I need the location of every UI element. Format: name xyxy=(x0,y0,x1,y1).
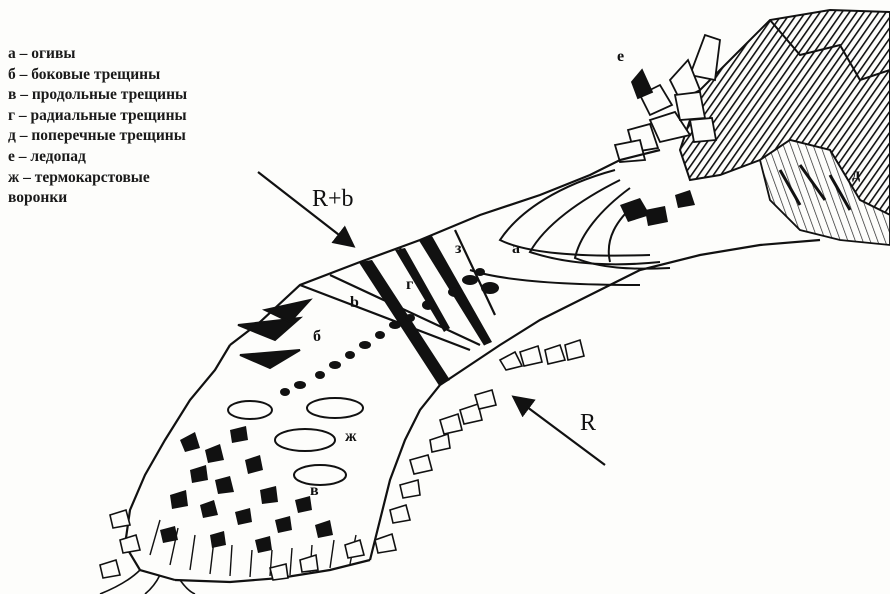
legend-item-transverse-cracks: д – поперечные трещины xyxy=(8,126,187,147)
legend-item-icefall: е – ледопад xyxy=(8,147,187,168)
label-radial-cracks: г xyxy=(406,276,413,294)
legend: а – огивы б – боковые трещины в – продол… xyxy=(8,44,187,209)
label-longitudinal-cracks: в xyxy=(310,482,319,500)
legend-item-side-cracks: б – боковые трещины xyxy=(8,65,187,86)
label-transverse-cracks: д xyxy=(852,166,860,184)
label-arrow-r: R xyxy=(580,410,596,437)
side-cracks xyxy=(238,300,310,368)
legend-item-thermokarst: ж – термокарстовые xyxy=(8,168,187,189)
label-icefall: е xyxy=(617,48,624,66)
legend-item-radial-cracks: г – радиальные трещины xyxy=(8,106,187,127)
label-arrow-rb: R+b xyxy=(312,186,354,213)
label-thermokarst: ж xyxy=(345,428,357,446)
label-side-cracks: б xyxy=(313,328,321,346)
legend-item-ogives: а – огивы xyxy=(8,44,187,65)
ogive-arcs xyxy=(470,170,670,285)
glacier-tongue xyxy=(125,150,820,582)
label-ogives: а xyxy=(512,240,520,258)
lateral-moraine xyxy=(100,340,584,580)
label-z-zone: з xyxy=(455,240,461,258)
flow-arrows xyxy=(258,172,605,465)
legend-item-longitudinal-cracks: в – продольные трещины xyxy=(8,85,187,106)
moraine-rocks xyxy=(280,190,695,396)
label-b-zone: b xyxy=(350,294,359,312)
legend-item-funnels: воронки xyxy=(8,188,187,209)
